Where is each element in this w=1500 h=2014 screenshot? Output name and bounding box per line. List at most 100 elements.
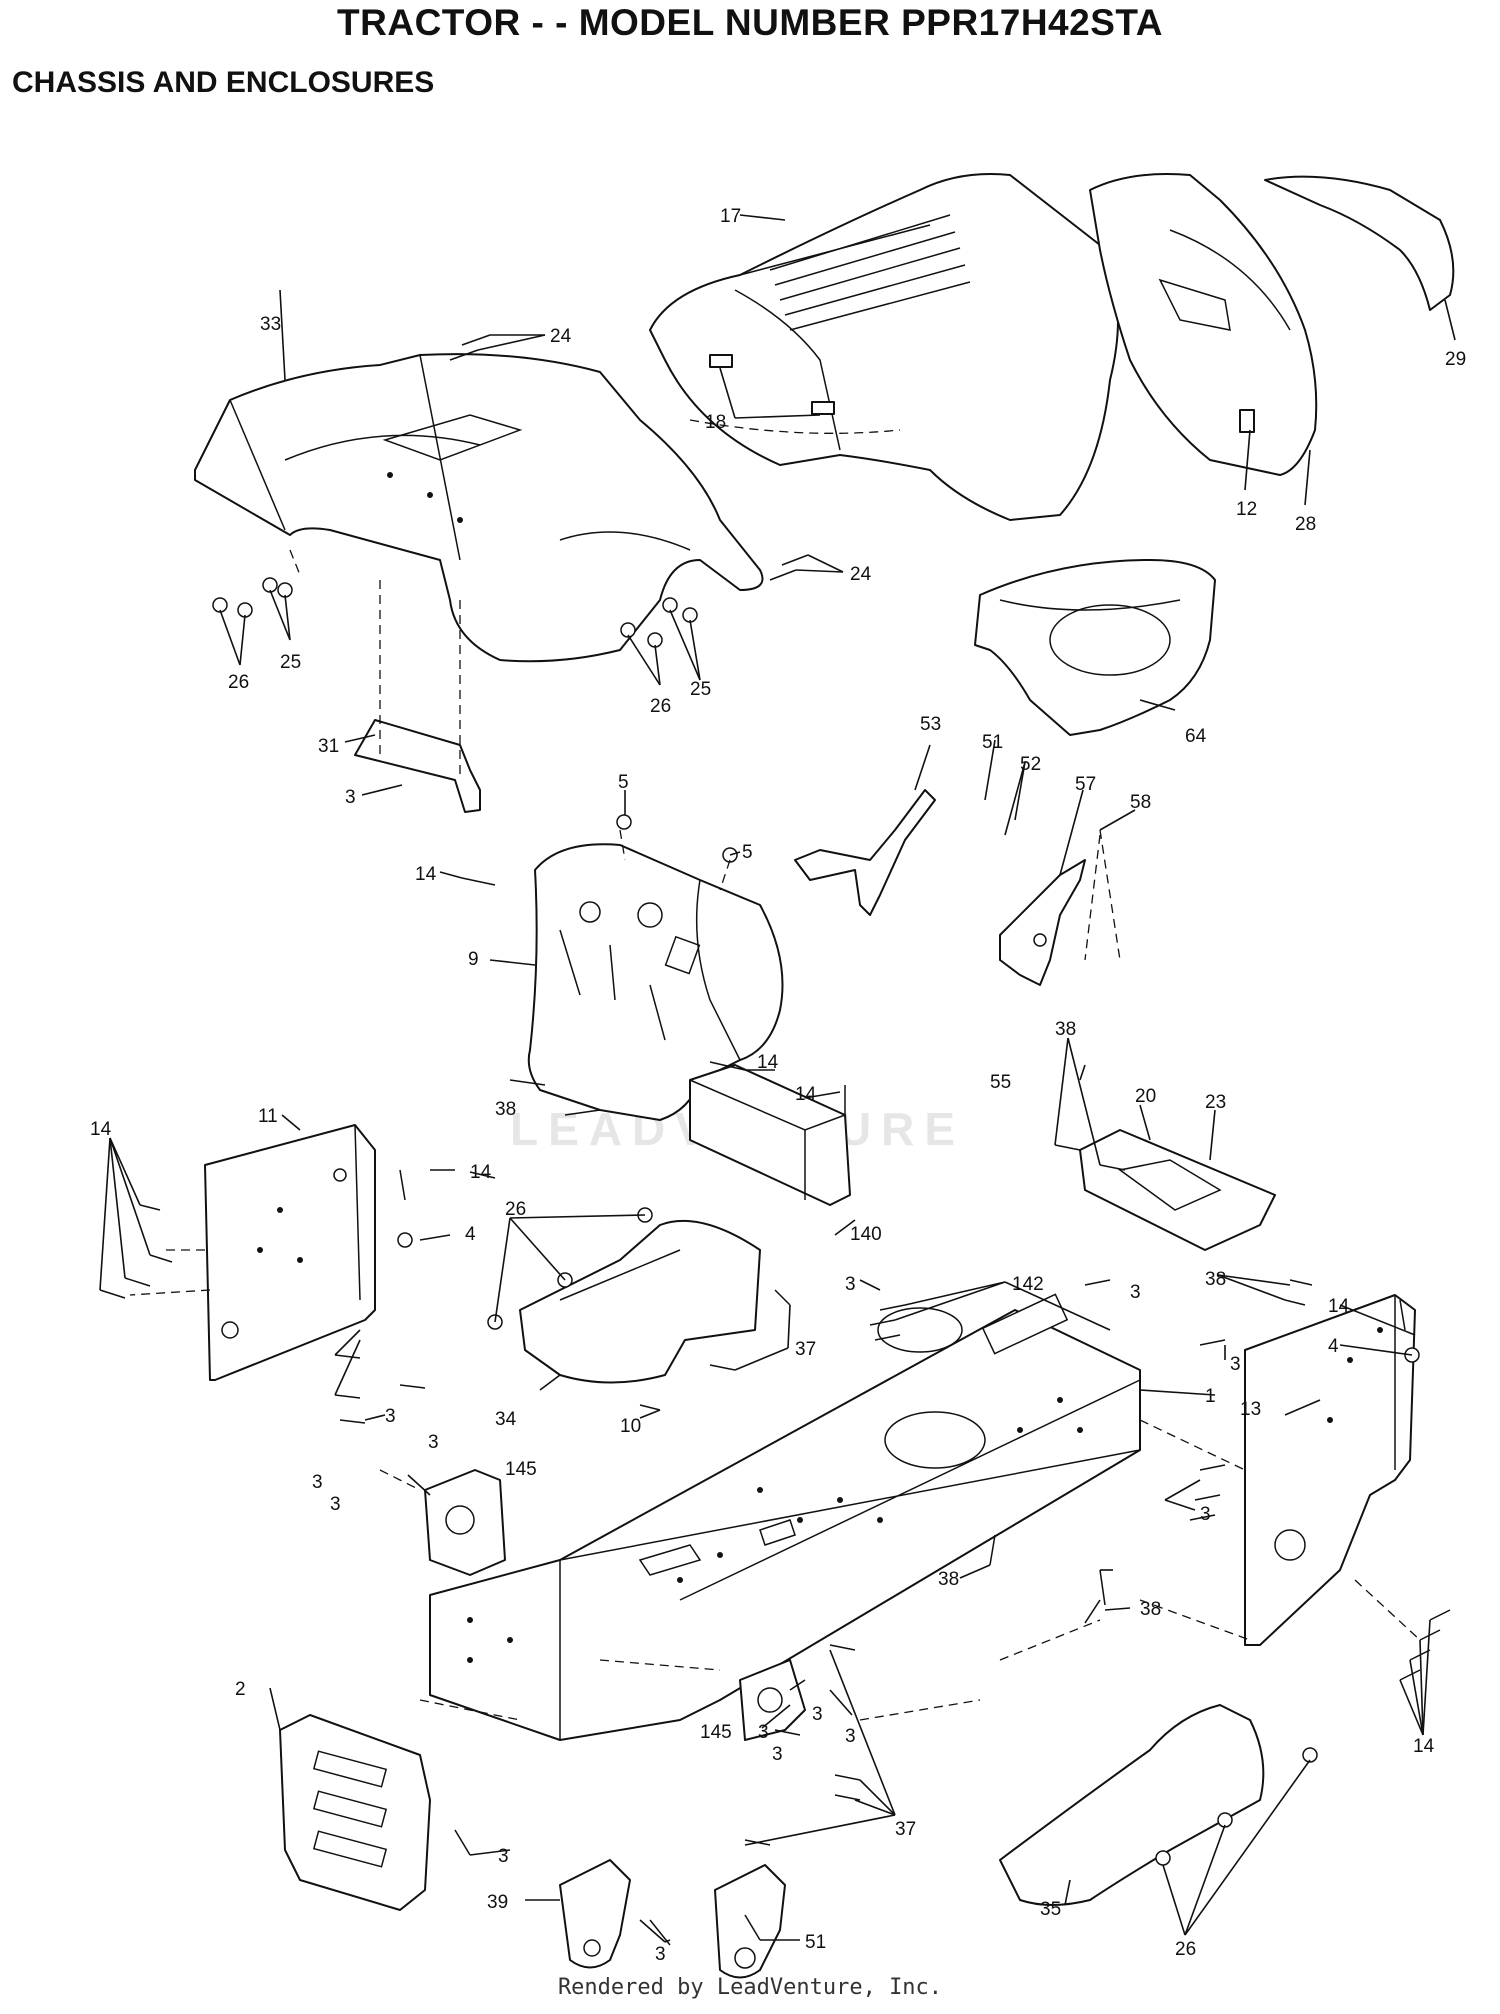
callout-14-f: 14 [1328, 1296, 1350, 1317]
callout-51: 51 [982, 732, 1003, 753]
part-28-grille-panel [1089, 173, 1318, 476]
part-55-plate [999, 859, 1086, 986]
part-58-dash-shield [974, 559, 1216, 736]
callout-26-d: 26 [1175, 1939, 1196, 1960]
callout-5: 5 [618, 772, 629, 793]
part-142-axle-bracket-2 [739, 1659, 806, 1741]
part-18-hood-pad [709, 354, 733, 368]
callout-3-e: 3 [385, 1406, 396, 1427]
callout-25: 25 [280, 652, 301, 673]
callout-3-k: 3 [845, 1726, 856, 1747]
part-53-lever-bracket [794, 789, 936, 916]
hood-grille-slots [769, 214, 971, 331]
callout-3-l: 3 [758, 1722, 769, 1743]
callout-14-e: 14 [470, 1162, 492, 1183]
callout-14-c: 14 [795, 1084, 817, 1105]
part-12-clip [1239, 409, 1255, 433]
part-29-nose-trim [1264, 175, 1455, 311]
callout-25-b: 25 [690, 679, 711, 700]
footer-credit: Rendered by LeadVenture, Inc. [557, 1975, 943, 2000]
part-64-bracket-box [689, 1064, 851, 1206]
callout-34: 35 [1040, 1899, 1061, 1920]
part-31-bracket [354, 719, 481, 813]
part-18-hood-pad-2 [811, 401, 835, 415]
callout-14-b: 14 [757, 1052, 779, 1073]
callout-5-b: 5 [742, 842, 753, 863]
callout-24: 24 [550, 326, 572, 347]
callout-3-g: 3 [312, 1472, 323, 1493]
callout-20: 20 [1135, 1086, 1156, 1107]
callout-39: 51 [805, 1932, 826, 1953]
part-20-pedal-plate [1079, 1129, 1276, 1251]
callout-26-c: 26 [505, 1199, 526, 1220]
callout-18: 18 [705, 412, 726, 433]
callout-29: 29 [1445, 349, 1466, 370]
callout-3: 3 [345, 787, 356, 808]
part-38-left-axle-support [559, 1859, 631, 1969]
callout-3-m: 3 [772, 1744, 783, 1765]
hardware-fasteners [99, 334, 1451, 1946]
part-39-right-axle-support [714, 1864, 786, 1979]
callout-53: 53 [920, 714, 941, 735]
callout-37-c: 38 [1205, 1269, 1226, 1290]
callout-3-j: 3 [812, 1704, 823, 1725]
callout-33: 34 [495, 1409, 517, 1430]
callout-64: 140 [850, 1224, 882, 1245]
part-30-rear-fender [194, 353, 764, 663]
frame-rivets [467, 1397, 1083, 1663]
callout-30: 33 [260, 314, 281, 335]
callout-140: 142 [1012, 1274, 1044, 1295]
callout-3-i: 3 [1200, 1504, 1211, 1525]
callout-13: 13 [1240, 1399, 1261, 1420]
callout-35-b: 37 [895, 1819, 916, 1840]
part-33-left-footrest-mat [519, 1219, 761, 1384]
callout-58: 64 [1185, 726, 1207, 747]
callout-26: 26 [228, 672, 249, 693]
callout-4-b: 4 [1328, 1336, 1339, 1357]
callout-14-g: 14 [1413, 1736, 1435, 1757]
section-title: CHASSIS AND ENCLOSURES [12, 66, 435, 99]
callout-9: 9 [468, 949, 479, 970]
callout-10: 10 [620, 1416, 641, 1437]
callout-38: 39 [487, 1892, 508, 1913]
part-34-right-footrest-mat [999, 1704, 1265, 1906]
part-2-rear-hitch-plate [279, 1714, 431, 1911]
page-title: TRACTOR - - MODEL NUMBER PPR17H42STA [337, 2, 1163, 43]
callout-3-n: 3 [498, 1846, 509, 1867]
callout-1: 1 [1205, 1386, 1216, 1407]
callout-54: 55 [990, 1072, 1011, 1093]
callout-3-b: 3 [845, 1274, 856, 1295]
callout-142-b: 145 [700, 1722, 732, 1743]
callout-14-d: 14 [90, 1119, 112, 1140]
callout-3-o: 3 [655, 1944, 666, 1965]
callout-11: 11 [258, 1106, 278, 1127]
callout-28: 28 [1295, 514, 1316, 535]
part-11-left-side-panel [204, 1124, 376, 1381]
callout-leader-lines [99, 214, 1456, 1943]
callout-3-c: 3 [1130, 1282, 1141, 1303]
callout-37-e: 38 [1140, 1599, 1161, 1620]
callout-3-d: 3 [1230, 1354, 1241, 1375]
callout-37-b: 38 [495, 1099, 516, 1120]
callout-4: 4 [465, 1224, 476, 1245]
assembly-guide-lines [129, 549, 1421, 1721]
callout-26-b: 26 [650, 696, 671, 717]
part-13-right-side-panel [1244, 1294, 1416, 1646]
callout-142: 145 [505, 1459, 537, 1480]
callout-31: 31 [318, 736, 339, 757]
part-142-axle-bracket [424, 1469, 506, 1576]
callout-23: 23 [1205, 1092, 1226, 1113]
callout-57: 58 [1130, 792, 1151, 813]
part-17-hood [649, 173, 1119, 521]
callout-2: 2 [235, 1679, 246, 1700]
callout-37: 38 [1055, 1019, 1076, 1040]
callout-35: 37 [795, 1339, 816, 1360]
callout-labels: 17 33 24 29 18 12 28 24 25 25 26 26 53 6… [90, 206, 1466, 1965]
callout-12: 12 [1236, 499, 1257, 520]
callout-24-b: 24 [850, 564, 872, 585]
callout-52: 52 [1020, 754, 1041, 775]
callout-17: 17 [720, 206, 741, 227]
callout-37-d: 38 [938, 1569, 959, 1590]
